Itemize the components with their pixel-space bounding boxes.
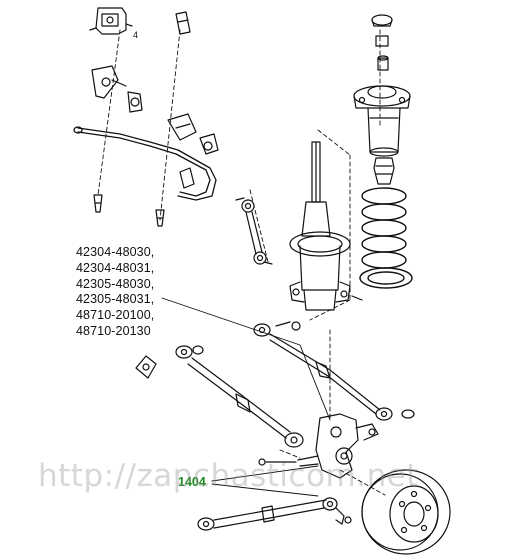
part-number: 42305-48030, [76,276,155,291]
part-number: 48710-20100, [76,308,155,323]
part-number: 42305-48031, [76,292,155,307]
part-number: 42304-48030, [76,245,155,259]
watermark: http://zapchasticom.net [38,458,419,494]
callout-label: 1404 [178,475,206,489]
strut-body [289,201,363,311]
coil-spring [359,187,413,289]
stabilizer-bracket [91,65,143,113]
dashed-guide-lines [97,29,386,496]
lower-control-arm [135,345,304,448]
leader-lines [161,297,331,497]
part-number-list: 42304-48030, 42304-48031, 42305-48030, 4… [76,245,154,340]
top-mount-parts [371,14,393,71]
stabilizer-clamps [167,113,219,189]
stabilizer-bolts [93,194,165,227]
upper-bolt [175,11,191,35]
stabilizer-link [235,197,273,265]
bump-stop [373,157,395,185]
rear-knuckle [258,413,379,479]
part-number: 48710-20130 [76,323,151,338]
strut-rod [311,141,321,203]
brake-disc [361,469,451,555]
part-index-label: 4 [133,30,139,40]
stabilizer-bar [73,126,217,201]
strut-upper-mount [353,85,411,157]
upper-bracket [89,7,133,35]
upper-control-arm [253,321,415,421]
lower-link-arm [197,497,352,531]
part-number: 42304-48031, [76,260,155,275]
